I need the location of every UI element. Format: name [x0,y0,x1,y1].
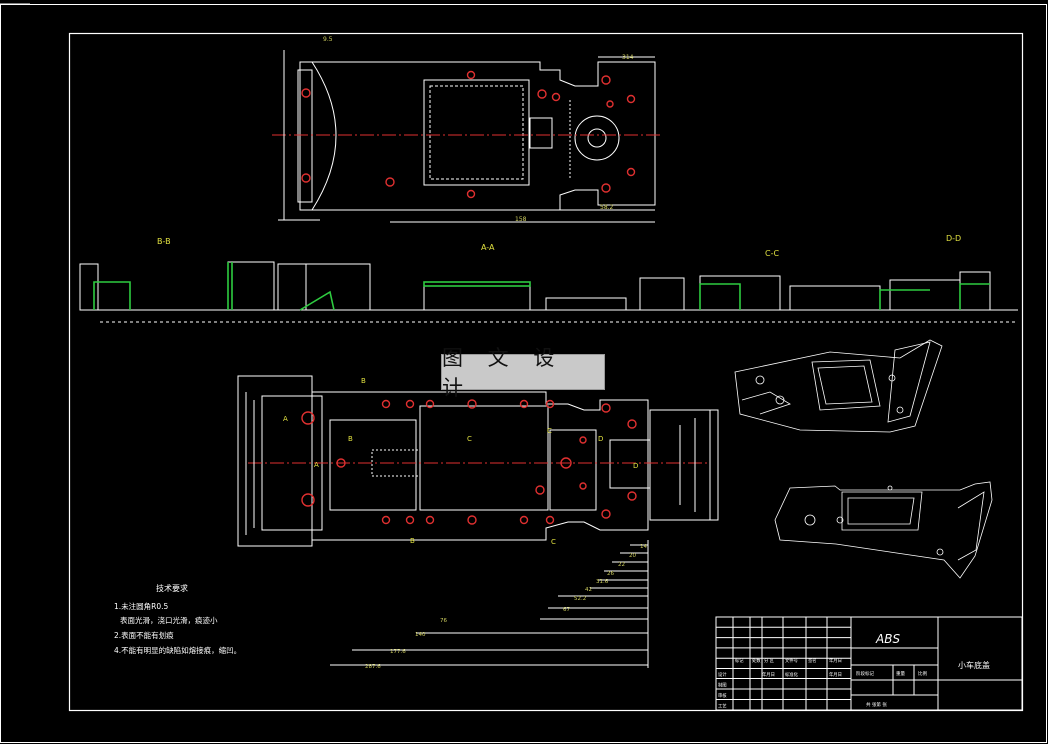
material-label: ABS [875,632,900,646]
tb-col-header: 处数 [752,657,761,664]
weight-label: 重量 [896,670,905,677]
dim-label: 67 [563,607,570,613]
plan-view-holes [301,399,637,525]
dim-label: 52.2 [574,596,586,602]
scale-label: 比例 [918,670,927,677]
section-mark: B [348,435,353,443]
drawing-frame [68,32,1024,712]
tb-row-header: 设计 [718,671,727,678]
top-view-holes [301,70,636,199]
dim-label: 76 [440,618,447,624]
watermark-label: 图 文 设 计 [441,346,605,400]
tech-req-item: 4.不能有明显的缺陷如熔接痕，缩凹。 [114,645,241,655]
tb-col-header: 文件号 [785,657,798,664]
part-name: 小车底盖 [958,660,990,670]
section-label-bb: B-B [157,237,171,246]
dim-label: 177.6 [390,649,406,655]
dim-label: 31.6 [596,579,609,585]
tb-std-label: 标准化 [785,671,799,678]
section-mark: B [361,377,366,385]
isometric-view-bottom [774,481,993,579]
section-mark: D [598,435,603,443]
dim-label: 22 [618,562,625,568]
dim-label: 42 [585,587,592,593]
section-mark: C [551,538,556,546]
dim-label: 287.6 [365,664,381,670]
section-mark: D [633,462,638,470]
tb-row-header: 审核 [718,692,727,699]
section-views-strip [79,261,1018,323]
tb-col-header: 分 区 [764,657,775,664]
sheets-label: 共 张第 张 [866,701,887,708]
tech-req-item: 2.表面不能有划痕 [114,630,174,640]
tb-col-header: 标记 [735,657,744,664]
section-mark: B [410,537,415,545]
isometric-view-top [734,339,943,433]
dim-label: 58.2 [600,204,614,211]
dim-label: 314 [622,54,634,61]
tb-col-header: 年月日 [829,657,842,664]
section-mark: A [283,415,288,423]
tech-req-title: 技术要求 [156,583,188,593]
tb-col-header: 签名 [808,657,817,664]
dim-label: 14 [640,544,647,550]
section-mark: C [547,427,552,435]
dim-label: 158 [515,216,527,223]
tb-row-header: 工艺 [718,704,727,710]
tech-req-item: 1.未注圆角R0.5 [114,601,169,611]
section-mark: C [467,435,472,443]
section-label-cc: C-C [765,249,779,258]
dim-label: 9.5 [323,36,333,43]
tb-row-header: 制图 [718,682,727,689]
tech-req-item: 表面光滑，浇口光滑，痕迹小 [120,615,218,625]
section-label-aa: A-A [481,243,495,252]
tb-date-label: 年月日 [829,671,842,678]
sheet-border [0,4,1047,743]
stage-label: 阶段标记 [856,670,874,677]
title-block [715,616,1023,711]
section-mark: A [314,461,319,469]
top-plan-view [272,50,660,223]
dim-label: 20 [629,553,636,559]
dim-label: 26 [607,571,614,577]
section-label-dd: D-D [946,234,961,243]
main-plan-view [237,375,719,668]
tb-date-label: 年月日 [762,671,775,678]
dim-label: 140 [415,632,426,638]
